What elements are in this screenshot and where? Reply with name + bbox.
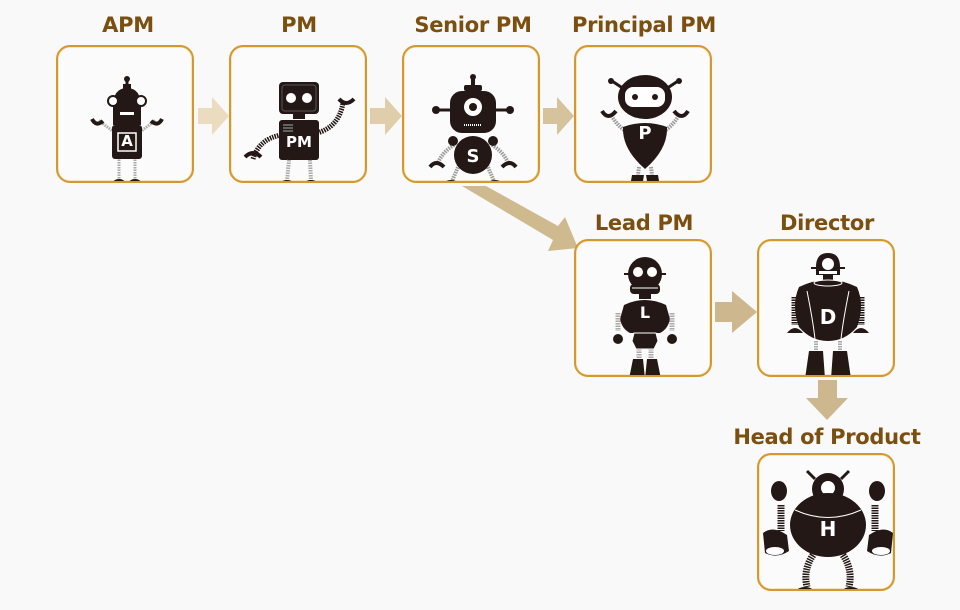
arrow-senior-pm-to-lead-pm xyxy=(462,186,578,251)
node-title-head-of-product: Head of Product xyxy=(733,425,921,449)
robot-lead-pm-icon xyxy=(613,257,677,375)
node-director[interactable]: D xyxy=(757,239,895,377)
robot-apm-icon xyxy=(90,76,164,181)
badge-pm: PM xyxy=(286,133,312,151)
robot-head-of-product-icon xyxy=(763,469,893,589)
badge-apm: A xyxy=(121,132,133,150)
arrow-senior-pm-to-principal-pm xyxy=(543,97,574,135)
robot-director-icon xyxy=(787,253,869,375)
node-senior-pm[interactable]: S xyxy=(402,45,540,183)
robot-pm-icon xyxy=(243,82,356,181)
robot-senior-pm-icon xyxy=(428,74,518,181)
node-apm[interactable]: A xyxy=(56,45,194,183)
node-head-of-product[interactable]: H xyxy=(757,453,895,591)
robot-principal-pm-icon xyxy=(600,75,690,181)
node-title-principal-pm: Principal PM xyxy=(572,13,716,37)
node-title-pm: PM xyxy=(281,13,317,37)
badge-lead-pm: L xyxy=(639,303,651,322)
node-title-apm: APM xyxy=(102,13,154,37)
node-lead-pm[interactable]: L xyxy=(574,239,712,377)
badge-senior-pm: S xyxy=(466,146,480,167)
badge-director: D xyxy=(819,305,837,329)
node-title-senior-pm: Senior PM xyxy=(414,13,532,37)
arrow-apm-to-pm xyxy=(198,97,229,135)
node-title-lead-pm: Lead PM xyxy=(594,211,694,235)
arrow-pm-to-senior-pm xyxy=(370,97,402,135)
node-title-director: Director xyxy=(779,211,875,235)
badge-principal-pm: P xyxy=(638,123,652,144)
node-pm[interactable]: PM xyxy=(229,45,367,183)
arrow-director-to-head-of-product xyxy=(806,380,848,420)
node-principal-pm[interactable]: P xyxy=(574,45,712,183)
arrow-lead-pm-to-director xyxy=(715,291,757,333)
badge-head-of-product: H xyxy=(819,517,837,541)
